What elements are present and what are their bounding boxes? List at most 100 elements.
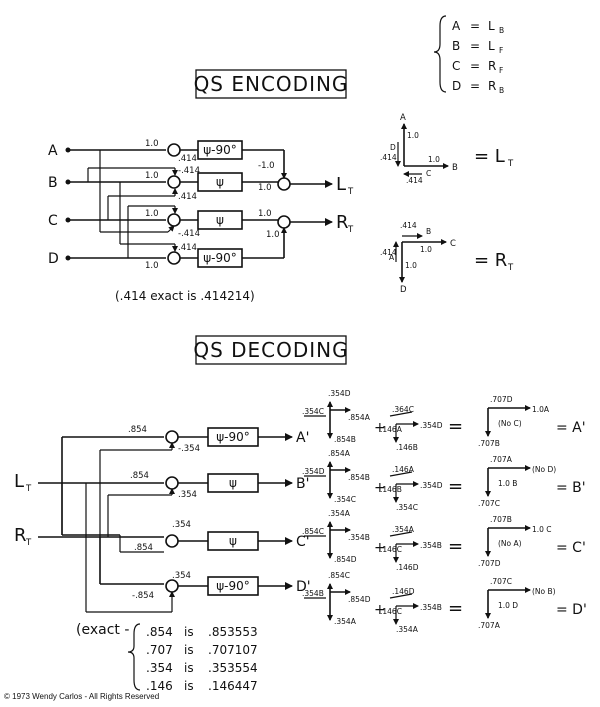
exact-is: is xyxy=(184,625,194,639)
result-label: 1.0 C xyxy=(532,525,552,534)
svg-text:1.0: 1.0 xyxy=(266,230,280,240)
vector-label: .146D xyxy=(392,587,415,596)
input-terminal xyxy=(65,255,71,261)
legend-equals: = xyxy=(470,79,480,93)
legend-equals: = xyxy=(470,39,480,53)
encoding-vectors: A B D C 1.0 1.0 .414 .414 = L T C D B A … xyxy=(380,113,514,295)
svg-text:(.414 exact is .414214): (.414 exact is .414214) xyxy=(115,289,255,303)
svg-text:QS DECODING: QS DECODING xyxy=(193,338,348,362)
svg-text:1.0: 1.0 xyxy=(258,183,272,193)
svg-text:R: R xyxy=(14,525,27,546)
equals-sign: = xyxy=(448,416,463,437)
svg-text:.414: .414 xyxy=(380,153,397,162)
vector-label: .146A xyxy=(392,465,415,474)
result-note: (No A) xyxy=(498,539,522,548)
result-label: .707C xyxy=(490,577,512,586)
exact-value: .353554 xyxy=(208,661,258,675)
svg-text:1.0: 1.0 xyxy=(145,139,159,149)
svg-text:T: T xyxy=(507,159,514,169)
exact-value: .707107 xyxy=(208,643,258,657)
svg-text:T: T xyxy=(25,484,32,494)
svg-text:1.0: 1.0 xyxy=(407,131,419,140)
svg-text:ψ-90°: ψ-90° xyxy=(203,143,237,157)
exact-is: is xyxy=(184,661,194,675)
vector-label: .146C xyxy=(380,607,402,616)
exact-approx: .354 xyxy=(146,661,173,675)
svg-text:ψ: ψ xyxy=(216,213,224,227)
exact-approx: .854 xyxy=(146,625,173,639)
exact-value: .146447 xyxy=(208,679,258,693)
svg-text:R: R xyxy=(336,212,349,233)
legend-equals: = xyxy=(470,59,480,73)
exact-values: (exact - .854 is .853553 .707 is .707107 .354 i… xyxy=(76,622,258,693)
vector-label: .354D xyxy=(420,481,443,490)
svg-text:B: B xyxy=(452,163,458,173)
svg-text:ψ: ψ xyxy=(229,476,237,490)
legend-value: L xyxy=(488,19,495,33)
svg-text:.354: .354 xyxy=(172,520,191,530)
result-note: 1.0 D xyxy=(498,601,518,610)
decode-row: .354D.354C.854A.854B+.364C.146A.146B.354… xyxy=(302,389,586,452)
svg-text:D: D xyxy=(400,285,407,295)
exact-is: is xyxy=(184,679,194,693)
plus-sign: + xyxy=(374,540,386,556)
equals-sign: = xyxy=(448,536,463,557)
vector-label: .146D xyxy=(396,563,419,572)
svg-text:.414: .414 xyxy=(178,154,197,164)
legend-subscript: F xyxy=(499,66,503,75)
vector-label: .354A xyxy=(334,617,357,626)
result-label: .707C xyxy=(478,499,500,508)
legend-value: R xyxy=(488,59,496,73)
vector-label: .146A xyxy=(380,425,403,434)
legend-value: R xyxy=(488,79,496,93)
legend-equals: = xyxy=(470,19,480,33)
svg-text:.414: .414 xyxy=(406,176,423,185)
svg-text:.854: .854 xyxy=(128,425,147,435)
decoder-circuit: L T R T xyxy=(14,425,311,613)
svg-text:-.354: -.354 xyxy=(178,444,200,454)
vector-label: .354C xyxy=(396,503,418,512)
vector-label: .854D xyxy=(334,555,357,564)
vector-label: .354C xyxy=(302,407,324,416)
svg-text:(exact -: (exact - xyxy=(76,622,129,638)
result-label: 1.0A xyxy=(532,405,550,414)
equals-sign: = xyxy=(448,598,463,619)
svg-text:A: A xyxy=(400,113,406,123)
legend-key: D xyxy=(452,79,461,93)
vector-label: .146C xyxy=(380,545,402,554)
svg-text:A': A' xyxy=(296,430,309,446)
plus-sign: + xyxy=(374,602,386,618)
svg-text:.414: .414 xyxy=(380,248,397,257)
vector-label: .354A xyxy=(328,509,351,518)
svg-text:A: A xyxy=(389,253,395,262)
vector-label: .354A xyxy=(396,625,419,634)
legend-value: L xyxy=(488,39,495,53)
svg-text:.414: .414 xyxy=(178,192,197,202)
svg-text:C: C xyxy=(426,169,431,178)
svg-text:.354: .354 xyxy=(178,490,197,500)
svg-text:1.0: 1.0 xyxy=(145,261,159,271)
svg-text:C: C xyxy=(450,239,456,249)
svg-text:T: T xyxy=(25,538,32,548)
exact-approx: .707 xyxy=(146,643,173,657)
svg-text:1.0: 1.0 xyxy=(145,171,159,181)
result-label: .707D xyxy=(490,395,513,404)
svg-text:1.0: 1.0 xyxy=(405,261,417,270)
input-terminal xyxy=(65,147,71,153)
input-terminal xyxy=(65,179,71,185)
svg-text:.354: .354 xyxy=(172,571,191,581)
legend-key: C xyxy=(452,59,460,73)
result-note: (No C) xyxy=(498,419,522,428)
vector-label: .354D xyxy=(302,467,325,476)
result-label: .707B xyxy=(478,439,500,448)
svg-text:T: T xyxy=(347,225,354,235)
legend-subscript: B xyxy=(499,86,504,95)
vector-label: .146B xyxy=(396,443,418,452)
svg-text:D': D' xyxy=(296,579,311,595)
exact-value: .853553 xyxy=(208,625,258,639)
svg-text:T: T xyxy=(347,187,354,197)
vector-label: .854C xyxy=(302,527,324,536)
svg-text:D: D xyxy=(390,143,396,152)
